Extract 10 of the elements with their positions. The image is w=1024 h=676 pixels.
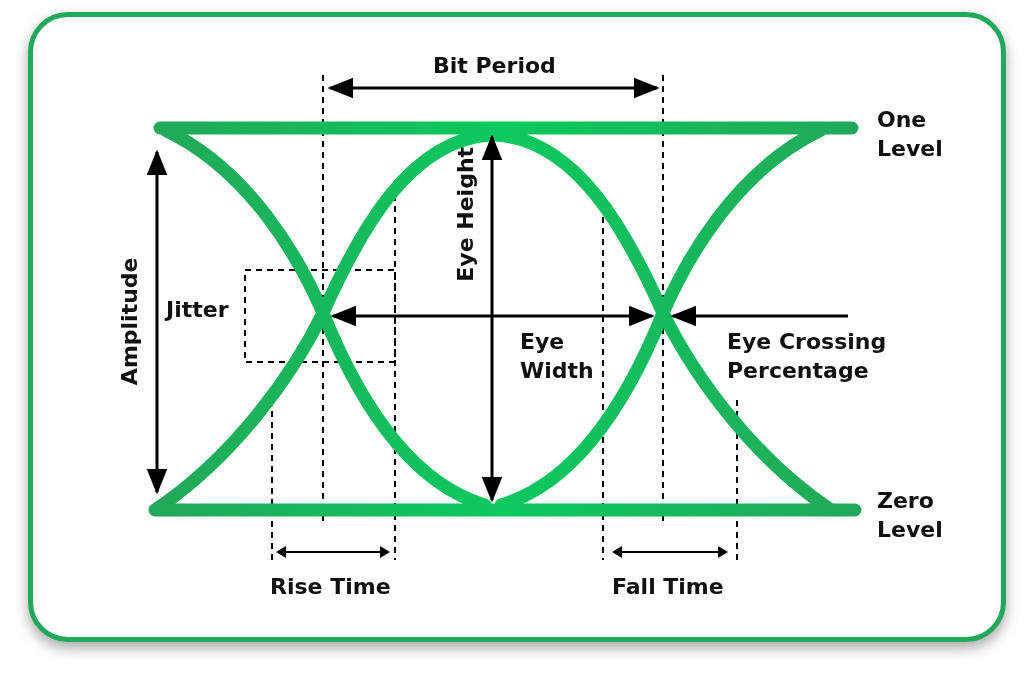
annotation-label: Zero Level [877, 487, 944, 544]
annotation-label: Eye Crossing Percentage [727, 328, 888, 385]
annotation-label: Jitter [166, 296, 230, 324]
annotation-label: Bit Period [433, 52, 557, 80]
annotation-label: Fall Time [612, 573, 725, 601]
annotation-label: Rise Time [270, 573, 392, 601]
annotation-label: Amplitude [115, 256, 143, 388]
annotation-label: One Level [877, 106, 944, 163]
annotation-label: Eye Width [520, 328, 595, 385]
annotation-label: Eye Height [451, 145, 479, 284]
